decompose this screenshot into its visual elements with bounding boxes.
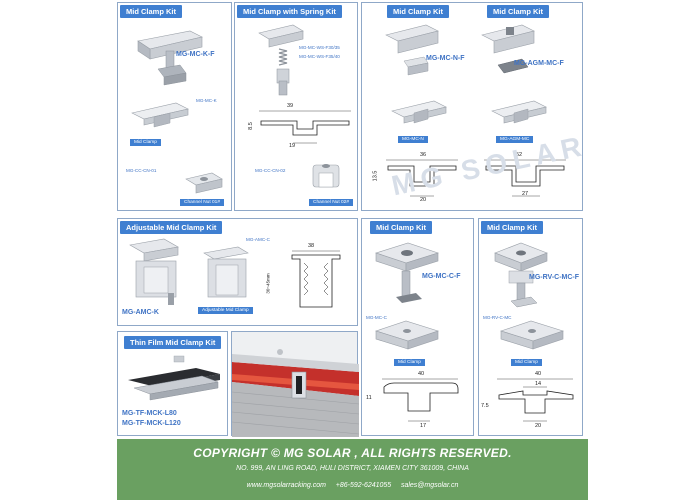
installation-render-image <box>231 349 360 437</box>
footer-address: NO. 999, AN LING ROAD, HULI DISTRICT, XI… <box>236 465 469 472</box>
panel-title: Thin Film Mid Clamp Kit <box>124 336 222 349</box>
mid-clamp-rv-caption: Mid Clamp <box>511 359 542 366</box>
dim-a-side: 13.5 <box>372 170 379 182</box>
mid-clamp-kit-label: MG-MC-K-F <box>176 51 215 58</box>
panel-title: Adjustable Mid Clamp Kit <box>120 221 223 234</box>
panel-installation-render <box>231 331 360 437</box>
mid-clamp-n-profile <box>391 100 447 124</box>
spring-kit-label-f30: MG-MC-WS-F30/35 <box>299 45 340 50</box>
panel-title-left: Mid Clamp Kit <box>387 5 449 18</box>
mid-clamp-bolt-image <box>137 30 203 86</box>
panel-title-right: Mid Clamp Kit <box>487 5 549 18</box>
adjustable-caption: Adjustable Mid Clamp <box>198 307 253 314</box>
adjustable-c-label: MG-AMC-C <box>246 237 270 242</box>
spring-kit-label-f35: MG-MC-WS-F35/40 <box>299 54 340 59</box>
thin-film-l80-label: MG-TF-MCK-L80 <box>122 410 177 417</box>
drawing-agm <box>484 159 566 197</box>
panel-title: Mid Clamp Kit <box>481 221 543 234</box>
footer: COPYRIGHT © MG SOLAR , ALL RIGHTS RESERV… <box>117 439 588 500</box>
panel-title: Mid Clamp with Spring Kit <box>237 5 342 18</box>
adjustable-k-label: MG-AMC-K <box>122 309 159 316</box>
dim-b-bottom: 27 <box>522 191 529 197</box>
dim-a-top: 36 <box>420 152 427 158</box>
spring-kit-dimension-drawing <box>259 110 351 144</box>
mid-clamp-n-caption: MG-MC-N <box>398 136 428 143</box>
dim-side: 30~45mm <box>265 273 271 294</box>
dim-side: 11 <box>366 395 372 401</box>
mid-clamp-agm-profile <box>491 100 547 124</box>
panel-mid-clamp-kit-n-agm: Mid Clamp Kit Mid Clamp Kit MG-MC-N-F MG… <box>361 2 583 211</box>
channel-nut-02-label: MG-CC-CN-02 <box>255 168 286 173</box>
mid-clamp-c-label: MG-MC-C <box>366 315 387 320</box>
panel-title: Mid Clamp Kit <box>370 221 432 234</box>
mid-clamp-n-image <box>385 24 439 76</box>
mid-clamp-profile-image <box>131 102 189 128</box>
dim-bottom: 20 <box>535 423 542 429</box>
dim-top: 40 <box>535 371 542 377</box>
mid-clamp-rv-profile <box>500 320 564 350</box>
mid-clamp-rv-image <box>494 242 548 308</box>
thin-film-l120-label: MG-TF-MCK-L120 <box>122 420 181 427</box>
mid-clamp-c-profile <box>375 320 439 350</box>
mid-clamp-agm-f-label: MG-AGM-MC-F <box>514 60 564 67</box>
mid-clamp-agm-image <box>481 24 535 74</box>
dim-side: 8.5 <box>247 122 254 130</box>
panel-mid-clamp-c: Mid Clamp Kit MG-MC-C-F MG-MC-C Mid Clam… <box>361 218 474 436</box>
mid-clamp-c-caption: Mid Clamp <box>394 359 425 366</box>
channel-nut-02-image <box>312 164 340 188</box>
dim-b-top: 52 <box>516 152 523 158</box>
footer-contact: www.mgsolarracking.com +86-592-6241055 s… <box>117 482 588 489</box>
mid-clamp-rv-drawing <box>497 378 574 422</box>
panel-title: Mid Clamp Kit <box>120 5 182 18</box>
footer-website[interactable]: www.mgsolarracking.com <box>246 482 326 489</box>
panel-spring-kit: Mid Clamp with Spring Kit MG-MC-WS-F30/3… <box>234 2 358 211</box>
mid-clamp-rv-label: MG-RV-C-MC <box>483 315 512 320</box>
panel-mid-clamp-kit: Mid Clamp Kit MG-MC-K-F MG-MC-K Mid Clam… <box>117 2 232 211</box>
dim-mid: 14 <box>535 381 542 387</box>
mid-clamp-k-label: MG-MC-K <box>196 98 217 103</box>
dim-bottom: 19 <box>289 143 296 149</box>
panel-mid-clamp-rv: Mid Clamp Kit MG-RV-C-MC-F MG-RV-C-MC Mi… <box>478 218 583 436</box>
footer-email[interactable]: sales@mgsolar.cn <box>400 482 459 489</box>
adjustable-clamp-image <box>129 238 179 305</box>
dim-top: 39 <box>287 103 294 109</box>
mid-clamp-caption: Mid Clamp <box>130 139 161 146</box>
adjustable-clamp-profile <box>203 246 249 298</box>
mid-clamp-c-drawing <box>382 378 459 422</box>
footer-copyright: COPYRIGHT © MG SOLAR , ALL RIGHTS RESERV… <box>193 446 512 460</box>
mid-clamp-c-image <box>375 242 439 303</box>
channel-nut-01-image <box>185 172 223 194</box>
channel-nut-01-label: MG-CC-CN-01 <box>126 168 157 173</box>
footer-phone: +86-592-6241055 <box>335 482 392 489</box>
spring-clamp-image <box>258 24 304 96</box>
panel-adjustable-kit: Adjustable Mid Clamp Kit MG-AMC-K MG-AMC… <box>117 218 358 326</box>
channel-nut-01-caption: Channel Nut 01# <box>180 199 225 206</box>
adjustable-drawing <box>291 250 341 308</box>
mid-clamp-agm-caption: MG-AGM-MC <box>496 136 534 143</box>
mid-clamp-rv-f-label: MG-RV-C-MC-F <box>529 274 580 281</box>
thin-film-clamp-image <box>128 355 220 401</box>
channel-nut-02-caption: Channel Nut 02# <box>309 199 354 206</box>
mid-clamp-c-f-label: MG-MC-C-F <box>422 273 461 280</box>
dim-side: 7.5 <box>481 403 489 409</box>
dim-top: 38 <box>308 243 315 249</box>
panel-thin-film: Thin Film Mid Clamp Kit MG-TF-MCK-L80 MG… <box>117 331 228 436</box>
mid-clamp-n-f-label: MG-MC-N-F <box>426 55 465 62</box>
dim-top: 40 <box>418 371 425 377</box>
dim-a-bottom: 20 <box>420 197 427 203</box>
drawing-n <box>386 159 458 197</box>
dim-bottom: 17 <box>420 423 427 429</box>
